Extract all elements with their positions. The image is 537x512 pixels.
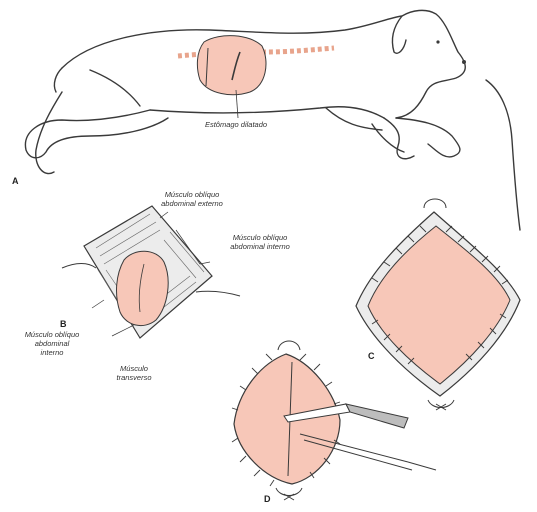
label-internal-oblique-left: Músculo oblíquo abdominal interno — [24, 330, 80, 357]
panel-label-d: D — [264, 494, 271, 504]
panel-d-gastrotomy — [232, 341, 340, 500]
label-internal-oblique-top: Músculo oblíquo abdominal interno — [218, 233, 302, 251]
panel-label-b: B — [60, 319, 67, 329]
label-stomach-projection: Estômago dilatado — [198, 120, 274, 129]
panel-c-gastropexy — [356, 199, 520, 410]
panel-b-incision — [62, 206, 240, 338]
stomach-projection — [197, 36, 266, 95]
panel-label-a: A — [12, 176, 19, 186]
label-external-oblique: Músculo oblíquo abdominal externo — [152, 190, 232, 208]
panel-label-c: C — [368, 351, 375, 361]
label-transverse: Músculo transverso — [106, 364, 162, 382]
